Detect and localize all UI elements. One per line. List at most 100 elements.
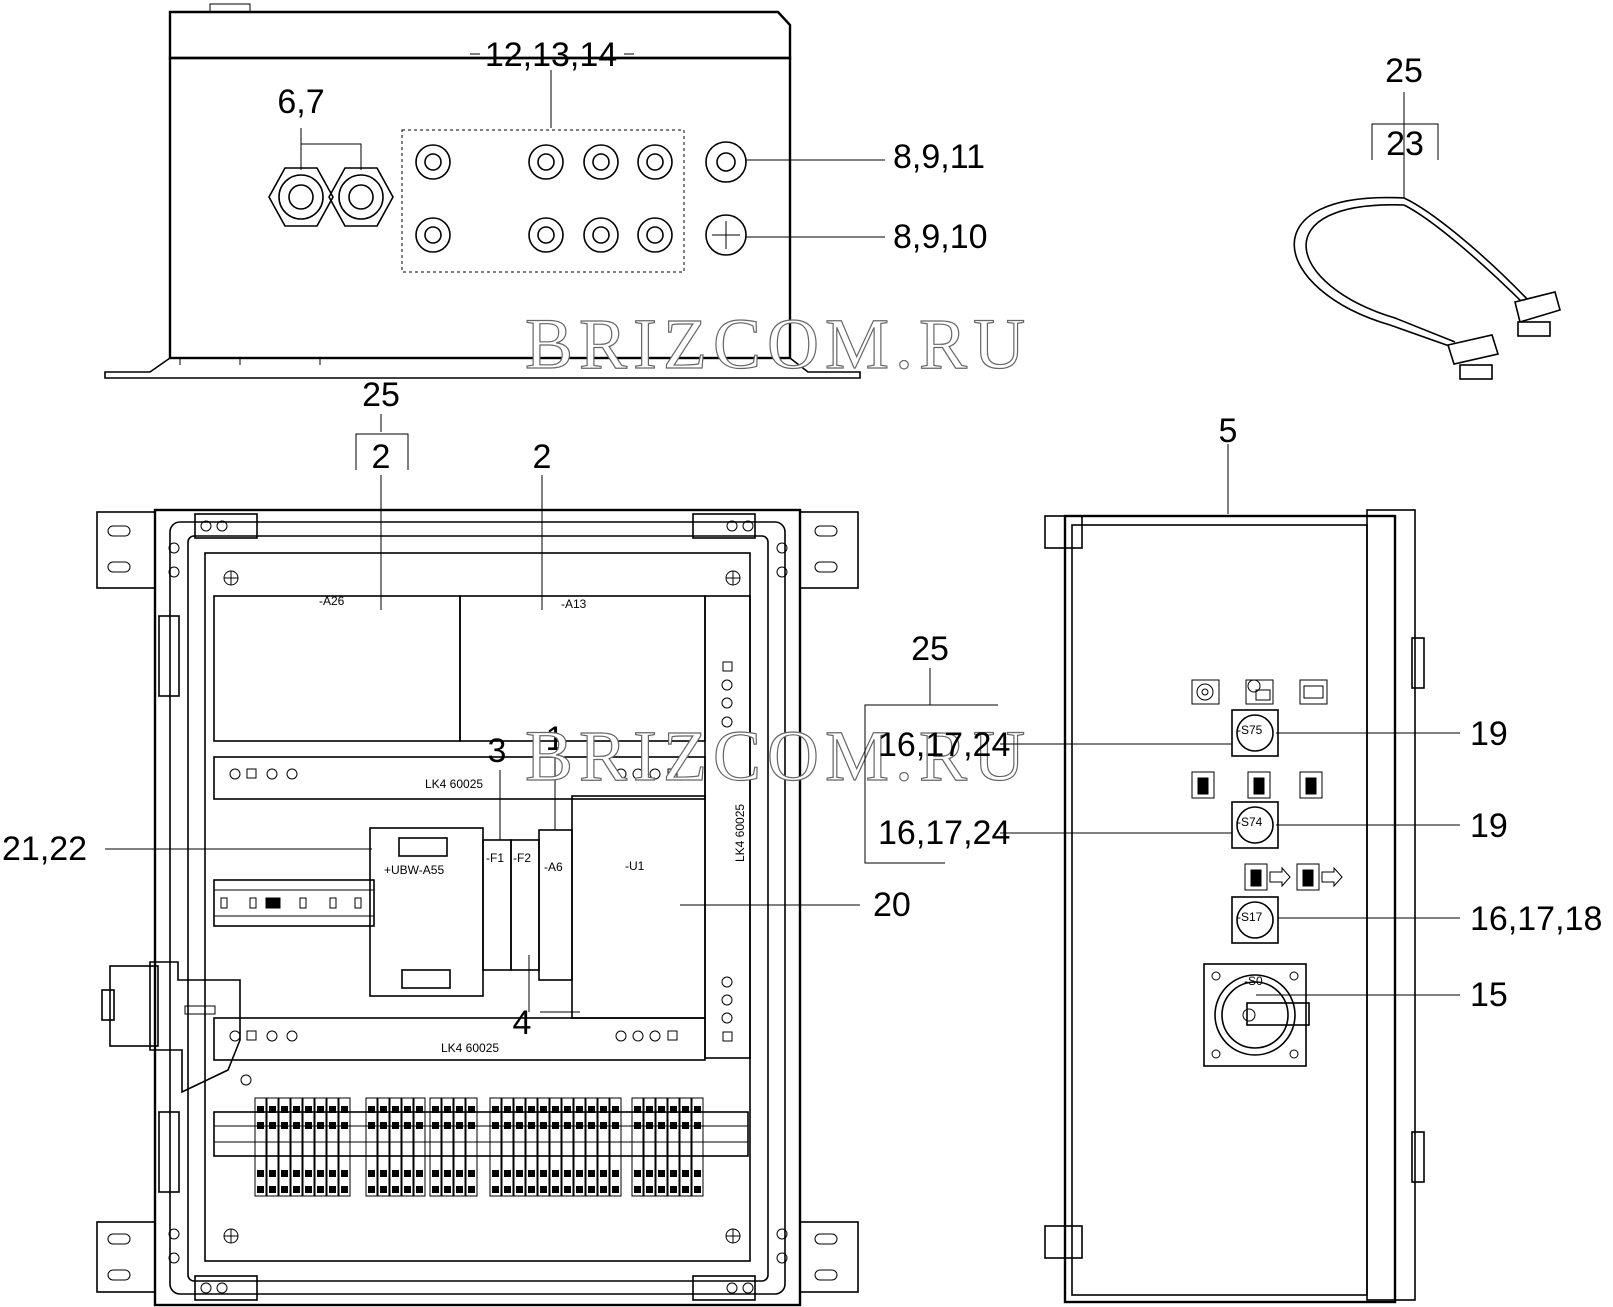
label-s75: -S75 bbox=[1237, 723, 1263, 737]
terminal-block bbox=[326, 1097, 339, 1197]
terminal-screw bbox=[600, 1106, 607, 1113]
terminal-screw bbox=[646, 1106, 653, 1113]
selector-icons-row1 bbox=[1191, 679, 1328, 705]
label-f1: -F1 bbox=[486, 851, 504, 865]
callout-2: 2 bbox=[533, 438, 552, 476]
terminal-blocks bbox=[254, 1097, 704, 1197]
top-enclosure-view bbox=[104, 3, 885, 379]
terminal-screw bbox=[317, 1170, 324, 1177]
terminal-block bbox=[573, 1097, 586, 1197]
terminal-screw bbox=[341, 1170, 348, 1177]
label-s17: -S17 bbox=[1237, 910, 1263, 924]
terminal-screw bbox=[444, 1186, 451, 1193]
bracket-bottom-right bbox=[799, 1221, 859, 1293]
terminal-screw bbox=[612, 1122, 619, 1129]
terminal-screw bbox=[269, 1186, 276, 1193]
terminal-block bbox=[501, 1097, 514, 1197]
cable-assembly bbox=[1293, 92, 1561, 380]
terminal-screw bbox=[682, 1170, 689, 1177]
label-lk4-bottom: LK4 60025 bbox=[441, 1041, 499, 1055]
terminal-block bbox=[549, 1097, 562, 1197]
terminal-screw bbox=[404, 1186, 411, 1193]
terminal-screw bbox=[432, 1106, 439, 1113]
terminal-screw bbox=[504, 1106, 511, 1113]
terminal-screw bbox=[564, 1186, 571, 1193]
callout-2-boxed: 2 bbox=[372, 438, 391, 476]
terminal-screw bbox=[341, 1186, 348, 1193]
terminal-screw bbox=[305, 1106, 312, 1113]
callout-23: 23 bbox=[1386, 125, 1424, 163]
terminal-screw bbox=[392, 1106, 399, 1113]
terminal-block bbox=[401, 1097, 414, 1197]
terminal-screw bbox=[317, 1106, 324, 1113]
terminal-screw bbox=[600, 1122, 607, 1129]
terminal-screw bbox=[416, 1186, 423, 1193]
terminal-screw bbox=[504, 1122, 511, 1129]
terminal-screw bbox=[380, 1186, 387, 1193]
callout-15: 15 bbox=[1470, 976, 1508, 1014]
bracket-top-left bbox=[96, 511, 156, 589]
terminal-screw bbox=[694, 1122, 701, 1129]
terminal-screw bbox=[670, 1106, 677, 1113]
terminal-screw bbox=[504, 1186, 511, 1193]
terminal-screw bbox=[552, 1122, 559, 1129]
terminal-screw bbox=[341, 1122, 348, 1129]
terminal-block bbox=[585, 1097, 598, 1197]
terminal-screw bbox=[404, 1106, 411, 1113]
terminal-screw bbox=[670, 1170, 677, 1177]
terminal-block bbox=[465, 1097, 478, 1197]
label-f2: -F2 bbox=[513, 851, 531, 865]
terminal-screw bbox=[564, 1122, 571, 1129]
terminal-screw bbox=[516, 1106, 523, 1113]
callout-5: 5 bbox=[1219, 412, 1238, 450]
terminals-upper bbox=[229, 768, 678, 780]
terminal-screw bbox=[269, 1122, 276, 1129]
terminal-screw bbox=[392, 1186, 399, 1193]
rail-clips bbox=[220, 897, 362, 909]
terminal-block bbox=[278, 1097, 291, 1197]
terminal-block bbox=[453, 1097, 466, 1197]
terminal-screw bbox=[456, 1170, 463, 1177]
terminal-screw bbox=[540, 1106, 547, 1113]
terminal-screw bbox=[528, 1106, 535, 1113]
callout-25-top: 25 bbox=[1385, 52, 1423, 90]
selector-icons-row2 bbox=[1191, 771, 1323, 799]
terminal-screw bbox=[468, 1186, 475, 1193]
terminal-screw bbox=[552, 1106, 559, 1113]
open-enclosure-view bbox=[96, 508, 859, 1307]
terminal-screw bbox=[392, 1170, 399, 1177]
terminal-screw bbox=[576, 1170, 583, 1177]
terminal-screw bbox=[432, 1170, 439, 1177]
terminal-screw bbox=[588, 1170, 595, 1177]
terminals-lower bbox=[229, 1030, 678, 1042]
terminal-screw bbox=[516, 1170, 523, 1177]
label-a6: -A6 bbox=[544, 860, 563, 874]
terminal-screw bbox=[329, 1186, 336, 1193]
terminal-block bbox=[655, 1097, 668, 1197]
terminal-screw bbox=[281, 1170, 288, 1177]
terminal-screw bbox=[305, 1122, 312, 1129]
terminal-screw bbox=[317, 1186, 324, 1193]
label-lk4-vertical: LK4 60025 bbox=[733, 804, 747, 862]
closed-door-view bbox=[1044, 444, 1460, 1304]
terminal-screw bbox=[368, 1122, 375, 1129]
terminal-screw bbox=[670, 1186, 677, 1193]
terminal-screw bbox=[564, 1170, 571, 1177]
terminal-screw bbox=[634, 1170, 641, 1177]
label-a26: -A26 bbox=[319, 594, 345, 608]
terminal-screw bbox=[293, 1186, 300, 1193]
terminal-block bbox=[561, 1097, 574, 1197]
terminal-screw bbox=[456, 1122, 463, 1129]
callout-16-17-24-a: 16,17,24 bbox=[878, 726, 1010, 764]
terminal-screw bbox=[293, 1106, 300, 1113]
terminal-screw bbox=[612, 1106, 619, 1113]
terminal-block bbox=[429, 1097, 442, 1197]
terminal-screw bbox=[269, 1170, 276, 1177]
terminal-screw bbox=[576, 1106, 583, 1113]
callout-1: 1 bbox=[546, 720, 565, 758]
terminal-screw bbox=[257, 1122, 264, 1129]
terminal-screw bbox=[444, 1170, 451, 1177]
terminal-screw bbox=[528, 1122, 535, 1129]
terminal-block bbox=[365, 1097, 378, 1197]
